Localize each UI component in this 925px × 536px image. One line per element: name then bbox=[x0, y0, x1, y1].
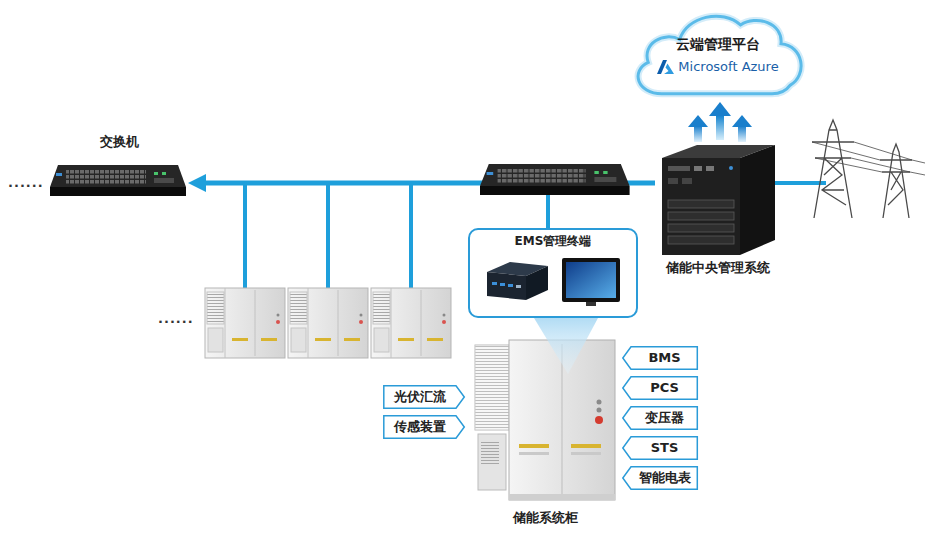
arrow-head bbox=[709, 102, 731, 116]
cloud-glow bbox=[638, 16, 801, 94]
arrow-head bbox=[188, 174, 206, 192]
node-label: EMS管理终端 bbox=[515, 234, 592, 249]
tag-outline bbox=[623, 467, 698, 490]
component-tag: 变压器 bbox=[622, 406, 698, 430]
tag-outline bbox=[384, 416, 465, 439]
node-label: 云端管理平台 bbox=[676, 36, 760, 54]
cabinet-illustration bbox=[288, 288, 368, 358]
node-label: 光伏汇流 bbox=[394, 389, 446, 405]
ellipsis-label: ...... bbox=[158, 311, 194, 327]
ems-beam bbox=[534, 318, 598, 374]
ellipsis-label: ...... bbox=[8, 175, 44, 191]
node-label: 交换机 bbox=[100, 134, 139, 150]
node-label: BMS bbox=[648, 350, 680, 366]
component-tag: BMS bbox=[622, 346, 698, 370]
node-label: 变压器 bbox=[645, 410, 684, 426]
node-label: 储能系统柜 bbox=[513, 510, 578, 526]
ems-terminal-box: EMS管理终端 bbox=[468, 228, 638, 318]
component-tag: 智能电表 bbox=[622, 466, 698, 490]
switch-illustration bbox=[480, 164, 630, 195]
tag-outline bbox=[623, 377, 698, 400]
node-label: STS bbox=[651, 440, 679, 456]
azure-logo bbox=[657, 60, 674, 74]
central-server: 储能中央管理系统 bbox=[655, 140, 780, 276]
node-label: 传感装置 bbox=[394, 419, 446, 435]
cloud-platform: 云端管理平台 Microsoft Azure bbox=[628, 2, 808, 102]
input-tag: 光伏汇流 bbox=[383, 385, 465, 409]
upload-arrows bbox=[688, 115, 752, 142]
network-switch: 交换机 bbox=[50, 134, 188, 200]
power-tower bbox=[812, 120, 925, 218]
ems-devices bbox=[487, 258, 620, 306]
node-label: 储能中央管理系统 bbox=[666, 260, 770, 276]
node-label: PCS bbox=[650, 380, 679, 396]
switch-illustration bbox=[50, 165, 186, 196]
server-illustration bbox=[662, 145, 775, 255]
tag-outline bbox=[623, 407, 698, 430]
connector bbox=[709, 102, 731, 140]
main-cabinet-illustration bbox=[475, 340, 615, 500]
cloud-outline bbox=[638, 16, 801, 94]
logo-part bbox=[657, 60, 667, 74]
component-tag: PCS bbox=[622, 376, 698, 400]
node-label: 智能电表 bbox=[639, 470, 691, 486]
storage-cabinet: 储能系统柜 bbox=[470, 336, 620, 526]
node-sublabel: Microsoft Azure bbox=[678, 59, 778, 75]
tag-outline bbox=[623, 347, 698, 370]
cabinet-illustration bbox=[205, 288, 285, 358]
input-tag: 传感装置 bbox=[383, 415, 465, 439]
cabinet-illustration bbox=[371, 288, 451, 358]
connector-shaft bbox=[716, 116, 724, 140]
tag-outline bbox=[623, 437, 698, 460]
tag-outline bbox=[384, 386, 465, 409]
component-tag: STS bbox=[622, 436, 698, 460]
platform-row: Microsoft Azure bbox=[657, 59, 778, 75]
logo-part bbox=[664, 63, 674, 74]
